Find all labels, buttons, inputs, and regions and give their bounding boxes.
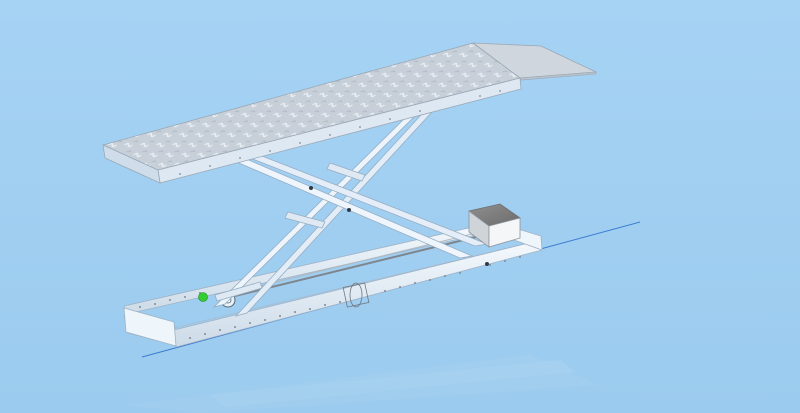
platform[interactable] (101, 42, 522, 184)
highlight-marker[interactable] (198, 292, 208, 302)
scissor-arms[interactable] (212, 111, 489, 317)
ramp[interactable] (471, 42, 598, 81)
motor-box[interactable] (468, 203, 521, 248)
floor-reflection (125, 355, 600, 413)
